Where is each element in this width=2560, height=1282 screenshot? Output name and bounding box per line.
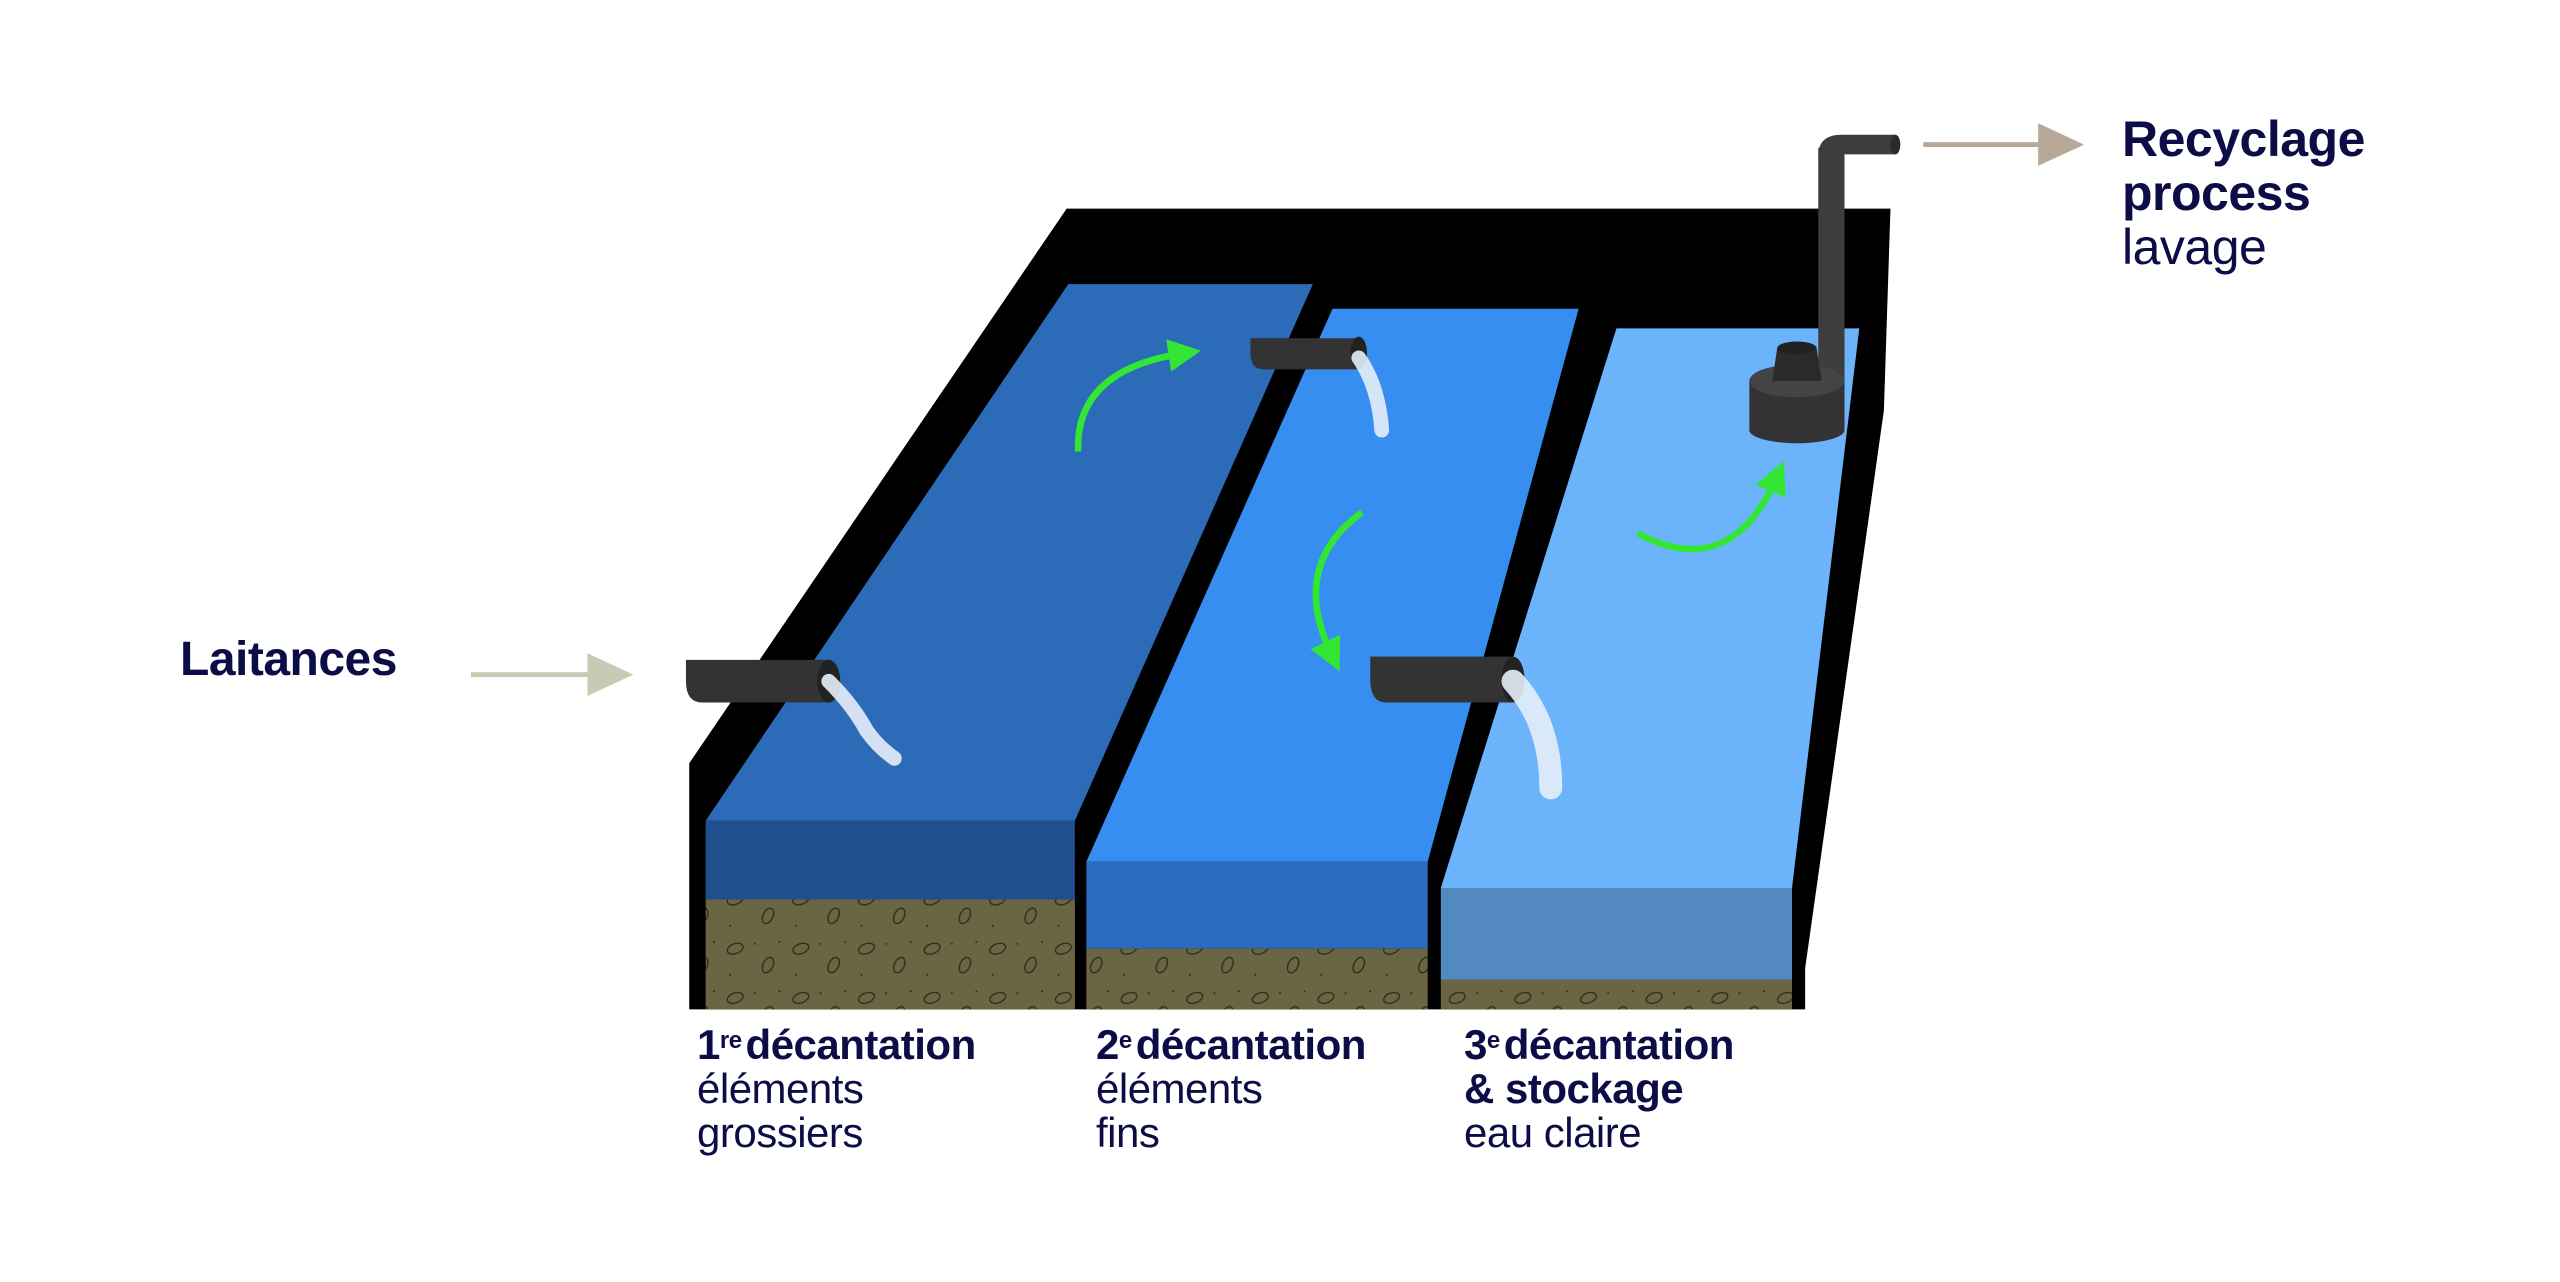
stage-1-label: 1redécantation éléments grossiers	[697, 1023, 976, 1155]
stage-line-2: éléments	[697, 1065, 864, 1112]
flow-arrow-3	[1636, 461, 1786, 553]
transfer-pipe-2-3	[1370, 656, 1563, 800]
stage-suffix: re	[719, 1027, 742, 1054]
stage-line-2: éléments	[1096, 1065, 1263, 1112]
stage-line-3: grossiers	[697, 1109, 863, 1156]
flow-arrow-2	[1310, 509, 1364, 672]
output-line-3: lavage	[2122, 219, 2267, 275]
inlet-pipe	[685, 659, 902, 766]
output-line-1: Recyclage	[2122, 111, 2365, 167]
pump-icon	[1749, 341, 1845, 444]
stage-title: décantation	[745, 1021, 977, 1068]
input-label: Laitances	[180, 633, 397, 686]
flow-arrow-1	[1074, 339, 1202, 452]
output-label: Recyclage process lavage	[2122, 112, 2365, 274]
output-arrow	[1923, 123, 2085, 166]
output-line-2: process	[2122, 165, 2311, 221]
stage-line-3: eau claire	[1464, 1109, 1642, 1156]
stage-suffix: e	[1486, 1027, 1500, 1054]
stage-3-label: 3edécantation & stockage eau claire	[1464, 1023, 1734, 1155]
stage-2-label: 2edécantation éléments fins	[1096, 1023, 1366, 1155]
outlet-pipe	[1818, 134, 1901, 395]
stage-number: 2	[1096, 1021, 1119, 1068]
stage-title: décantation	[1135, 1021, 1367, 1068]
tank-1	[705, 284, 1313, 1010]
stage-line-3: fins	[1096, 1109, 1160, 1156]
stage-number: 3	[1464, 1021, 1487, 1068]
stage-title: décantation	[1503, 1021, 1735, 1068]
tank-2	[1086, 308, 1579, 1010]
stage-number: 1	[697, 1021, 720, 1068]
stage-suffix: e	[1118, 1027, 1132, 1054]
transfer-pipe-1-2	[1250, 336, 1390, 438]
input-arrow	[470, 653, 634, 696]
stage-line-2: & stockage	[1464, 1065, 1684, 1112]
